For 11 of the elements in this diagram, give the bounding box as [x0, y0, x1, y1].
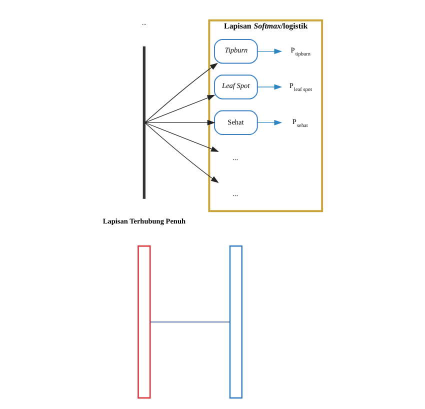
arrow: [144, 62, 218, 123]
arrow: [145, 94, 216, 123]
arrow: [144, 122, 219, 184]
arrow: [145, 122, 219, 152]
arrow: [145, 120, 216, 126]
node-bar: [138, 245, 151, 399]
arrow: [257, 48, 282, 54]
arrow: [257, 84, 282, 90]
node-bar: [229, 245, 243, 399]
arrow: [257, 120, 282, 126]
node-bracket: [142, 46, 146, 199]
